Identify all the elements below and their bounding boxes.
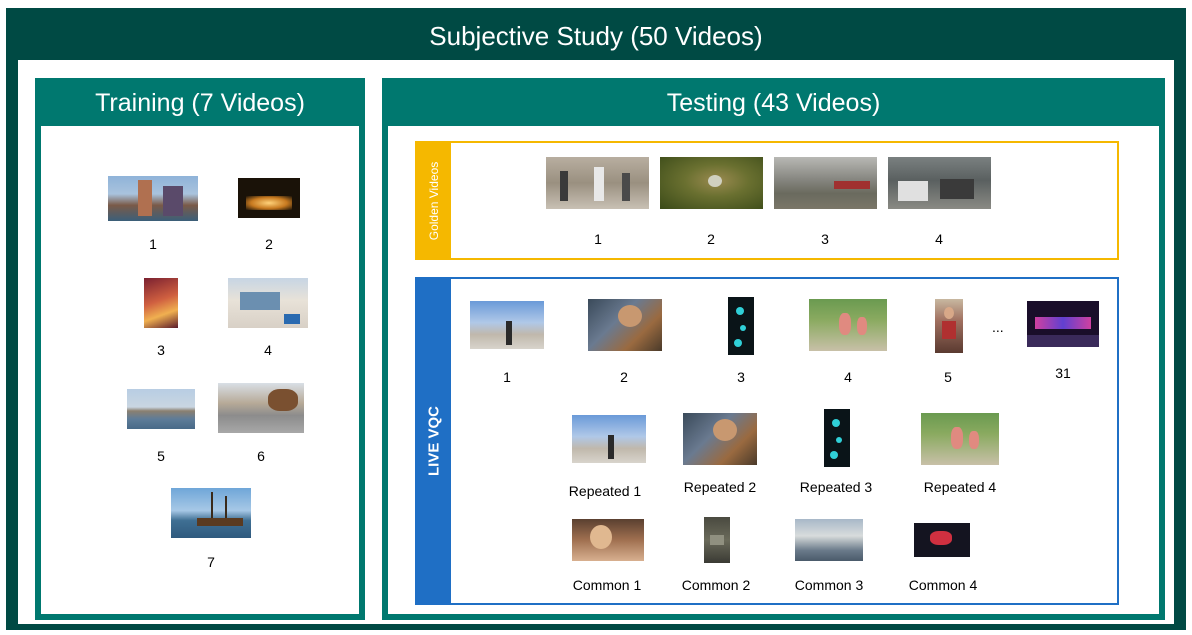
training-thumb-6 bbox=[218, 383, 304, 433]
golden-thumb-1 bbox=[546, 157, 649, 209]
training-thumb-5 bbox=[127, 389, 195, 429]
golden-videos-label: Golden Videos bbox=[427, 161, 441, 240]
training-label-1: 1 bbox=[149, 236, 157, 252]
training-label-3: 3 bbox=[157, 342, 165, 358]
testing-body: Golden Videos 1 2 3 bbox=[388, 126, 1159, 614]
training-label-4: 4 bbox=[264, 342, 272, 358]
training-label-2: 2 bbox=[265, 236, 273, 252]
live-vqc-box: LIVE VQC 1 2 3 bbox=[415, 277, 1119, 605]
study-body: Training (7 Videos) 1 2 3 4 bbox=[18, 60, 1174, 624]
live-label-5: 5 bbox=[944, 369, 952, 385]
common-label-3: Common 3 bbox=[794, 577, 864, 593]
training-label-5: 5 bbox=[157, 448, 165, 464]
common-label-2: Common 2 bbox=[681, 577, 751, 593]
common-label-1: Common 1 bbox=[572, 577, 642, 593]
live-thumb-4 bbox=[809, 299, 887, 351]
training-label-7: 7 bbox=[207, 554, 215, 570]
golden-videos-box: Golden Videos 1 2 3 bbox=[415, 141, 1119, 260]
live-label-1: 1 bbox=[503, 369, 511, 385]
live-label-4: 4 bbox=[844, 369, 852, 385]
golden-label-4: 4 bbox=[935, 231, 943, 247]
training-label-6: 6 bbox=[257, 448, 265, 464]
live-thumb-3 bbox=[728, 297, 754, 355]
golden-thumb-3 bbox=[774, 157, 877, 209]
live-ellipsis: ... bbox=[992, 319, 1004, 335]
training-panel: Training (7 Videos) 1 2 3 4 bbox=[35, 78, 365, 620]
repeated-thumb-4 bbox=[921, 413, 999, 465]
live-thumb-5 bbox=[935, 299, 963, 353]
live-label-3: 3 bbox=[737, 369, 745, 385]
repeated-label-1: Repeated 1 bbox=[568, 483, 642, 499]
repeated-thumb-2 bbox=[683, 413, 757, 465]
golden-label-2: 2 bbox=[707, 231, 715, 247]
repeated-label-3: Repeated 3 bbox=[799, 479, 873, 495]
live-label-31: 31 bbox=[1055, 365, 1071, 381]
training-body: 1 2 3 4 5 6 bbox=[41, 126, 359, 614]
repeated-thumb-3 bbox=[824, 409, 850, 467]
training-thumb-7 bbox=[171, 488, 251, 538]
training-title: Training (7 Videos) bbox=[95, 89, 305, 117]
testing-title: Testing (43 Videos) bbox=[666, 89, 881, 117]
golden-label-3: 3 bbox=[821, 231, 829, 247]
common-label-4: Common 4 bbox=[908, 577, 978, 593]
live-thumb-31 bbox=[1027, 301, 1099, 347]
live-vqc-label: LIVE VQC bbox=[425, 405, 443, 477]
subjective-study-frame: Subjective Study (50 Videos) Training (7… bbox=[6, 8, 1186, 630]
training-thumb-2 bbox=[238, 178, 300, 218]
training-thumb-3 bbox=[144, 278, 178, 328]
repeated-label-4: Repeated 4 bbox=[923, 479, 997, 495]
training-thumb-4 bbox=[228, 278, 308, 328]
common-thumb-2 bbox=[704, 517, 730, 563]
common-thumb-4 bbox=[914, 523, 970, 557]
live-thumb-1 bbox=[470, 301, 544, 349]
diagram-title: Subjective Study (50 Videos) bbox=[429, 21, 763, 51]
live-label-2: 2 bbox=[620, 369, 628, 385]
live-vqc-sidebar: LIVE VQC bbox=[417, 279, 451, 603]
golden-videos-sidebar: Golden Videos bbox=[417, 143, 451, 258]
golden-thumb-4 bbox=[888, 157, 991, 209]
repeated-label-2: Repeated 2 bbox=[683, 479, 757, 495]
live-thumb-2 bbox=[588, 299, 662, 351]
testing-panel: Testing (43 Videos) Golden Videos 1 bbox=[382, 78, 1165, 620]
common-thumb-1 bbox=[572, 519, 644, 561]
golden-thumb-2 bbox=[660, 157, 763, 209]
training-thumb-1 bbox=[108, 176, 198, 221]
golden-label-1: 1 bbox=[594, 231, 602, 247]
repeated-thumb-1 bbox=[572, 415, 646, 463]
common-thumb-3 bbox=[795, 519, 863, 561]
